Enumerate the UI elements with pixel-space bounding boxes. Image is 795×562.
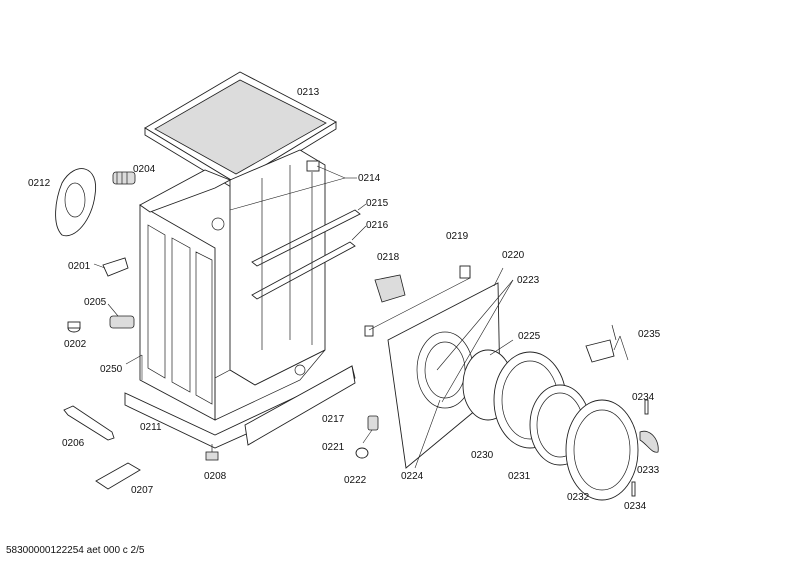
label-0221: 0221 (322, 442, 345, 453)
label-0234-bottom: 0234 (624, 501, 647, 512)
cap-part-0202 (67, 321, 81, 333)
leader-lines (93, 165, 629, 469)
label-0213: 0213 (297, 87, 320, 98)
label-0234-top: 0234 (632, 392, 655, 403)
label-0201: 0201 (68, 261, 91, 272)
foot-part-0205 (109, 315, 135, 329)
hinge-part-0204 (112, 171, 136, 185)
wrench-part-0206 (63, 405, 115, 441)
label-0215: 0215 (366, 198, 389, 209)
label-0218: 0218 (377, 252, 400, 263)
label-0230: 0230 (471, 450, 494, 461)
label-0212: 0212 (28, 178, 51, 189)
label-0205: 0205 (84, 297, 107, 308)
label-0206: 0206 (62, 438, 85, 449)
hinge-part-0235 (585, 324, 617, 363)
label-0211: 0211 (140, 422, 162, 433)
label-0204: 0204 (133, 164, 156, 175)
label-0217: 0217 (322, 414, 345, 425)
document-id-footer: 58300000122254 aet 000 c 2/5 (6, 545, 145, 556)
clip-part-0224-small (364, 325, 374, 337)
label-0207: 0207 (131, 485, 154, 496)
label-0223: 0223 (517, 275, 540, 286)
label-0232: 0232 (567, 492, 590, 503)
label-0222: 0222 (344, 475, 367, 486)
label-0219: 0219 (446, 231, 469, 242)
label-0214: 0214 (358, 173, 381, 184)
screw-part-0208 (205, 444, 219, 461)
label-0220: 0220 (502, 250, 525, 261)
clip-part-0201 (102, 257, 129, 277)
pin-part-0234-bottom (631, 481, 636, 497)
base-plinth-part (124, 365, 356, 449)
clip-part-0214 (306, 160, 320, 172)
plug-part-0222 (355, 447, 369, 459)
pin-part-0234-top (644, 399, 649, 415)
label-0208: 0208 (204, 471, 227, 482)
plate-part-0207 (95, 462, 141, 490)
cabinet-frame-part (139, 149, 361, 421)
label-0225: 0225 (518, 331, 541, 342)
label-0250: 0250 (100, 364, 123, 375)
sensor-part-0217 (367, 415, 379, 431)
label-0224: 0224 (401, 471, 424, 482)
clip-part-0219 (459, 265, 471, 279)
door-frame-part-0232 (565, 399, 639, 501)
label-0202: 0202 (64, 339, 87, 350)
label-0216: 0216 (366, 220, 389, 231)
label-0233: 0233 (637, 465, 660, 476)
handle-part-0233 (639, 430, 659, 453)
lock-part-0218 (374, 274, 406, 303)
rear-bracket-part (55, 168, 97, 237)
label-0235: 0235 (638, 329, 661, 340)
label-0231: 0231 (508, 471, 531, 482)
